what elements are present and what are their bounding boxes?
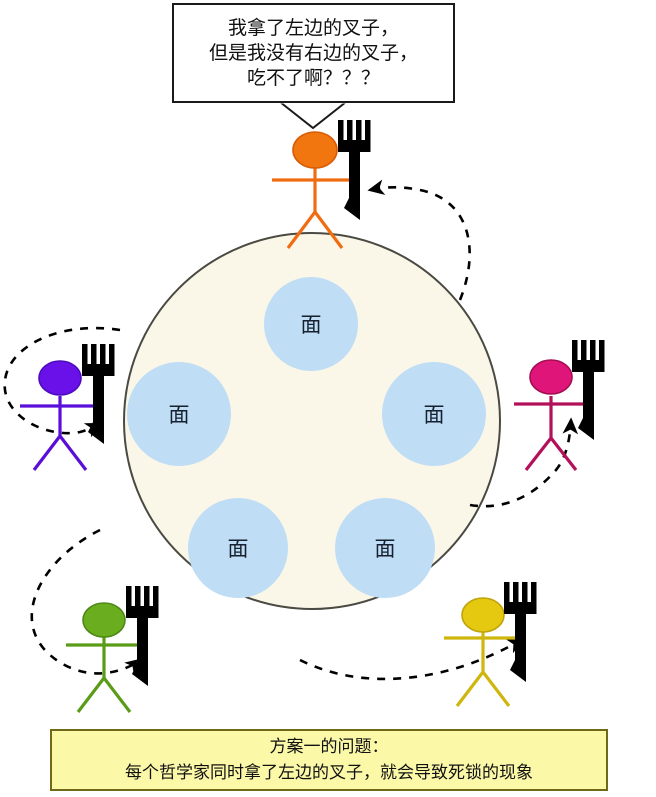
bottom-caption: 方案一的问题： 每个哲学家同时拿了左边的叉子，就会导致死锁的现象	[50, 729, 608, 791]
speech-bubble-tail	[268, 100, 358, 130]
arrow-to-pink	[469, 417, 579, 508]
fork-icon	[82, 344, 115, 444]
bowl	[188, 498, 288, 598]
arrow-to-green	[30, 528, 143, 675]
philosopher-yellow-bottom-right	[444, 582, 537, 707]
philosopher-green-bottom-left	[66, 586, 159, 713]
philosopher-head	[292, 131, 338, 169]
philosopher-head	[38, 360, 82, 396]
speech-line: 但是我没有右边的叉子，	[208, 41, 418, 64]
fork-icon	[338, 120, 371, 220]
philosopher-orange-top	[272, 120, 371, 249]
speech-line: 吃不了啊？？？	[246, 66, 380, 89]
fork-icon	[126, 586, 159, 686]
fork-acquisition-arrows	[3, 179, 579, 681]
caption-line: 每个哲学家同时拿了左边的叉子，就会导致死锁的现象	[125, 763, 533, 783]
bowl	[382, 362, 486, 466]
philosopher-purple-left	[20, 344, 115, 471]
philosopher-head	[82, 602, 126, 638]
bowl	[127, 362, 231, 466]
speech-line: 我拿了左边的叉子，	[227, 16, 399, 39]
fork-icon	[572, 340, 605, 440]
bowl	[264, 277, 358, 371]
bowl-group	[127, 277, 486, 598]
philosopher-speech-bubble: 我拿了左边的叉子， 但是我没有右边的叉子， 吃不了啊？？？	[172, 3, 455, 103]
arrow-to-yellow	[299, 638, 525, 681]
bowl	[335, 498, 435, 598]
arrow-to-orange	[367, 179, 471, 301]
philosopher-head	[529, 359, 573, 395]
philosopher-head	[461, 597, 505, 633]
philosopher-pink-right	[514, 340, 605, 471]
caption-line: 方案一的问题：	[269, 737, 389, 757]
fork-icon	[504, 582, 537, 682]
